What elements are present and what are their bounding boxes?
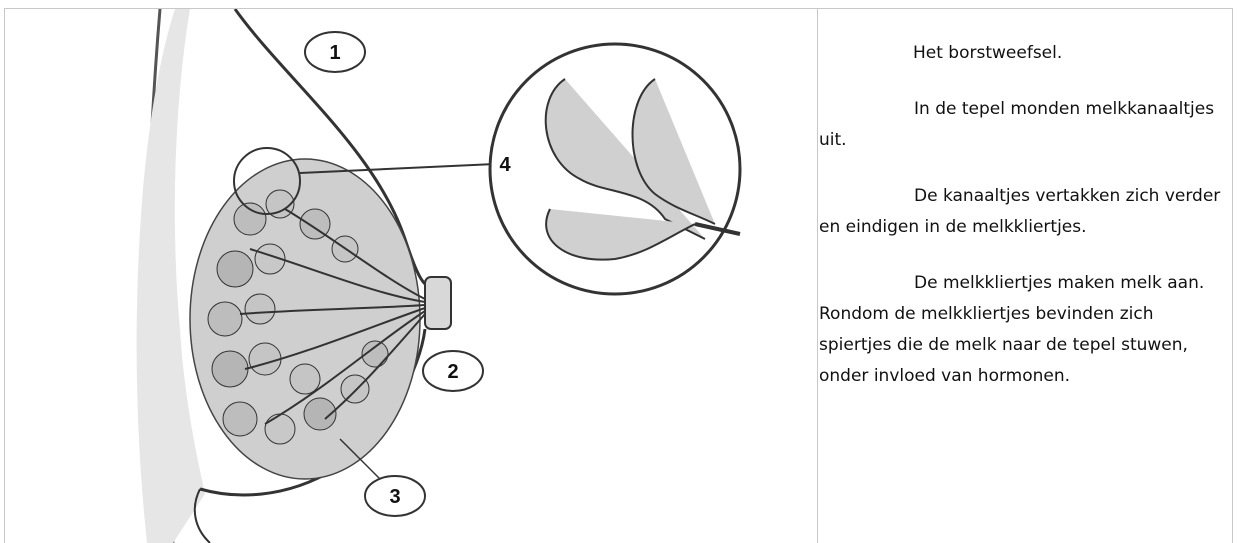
label-4: 4 [499, 154, 511, 176]
description-title: Het borstweefsel. [819, 38, 1231, 69]
breast-tissue-diagram: 1 2 3 4 [5, 9, 816, 543]
magnified-lobule-view [490, 44, 740, 294]
svg-text:2: 2 [447, 361, 458, 383]
column-divider [817, 8, 818, 543]
svg-text:1: 1 [329, 42, 340, 64]
description-paragraph-3: De melkkliertjes maken melk aan. Rondom … [819, 268, 1231, 392]
nipple [425, 277, 451, 329]
label-1: 1 [305, 32, 365, 72]
description-paragraph-1: In de tepel monden melkkanaaltjes uit. [819, 94, 1231, 156]
glandular-tissue [190, 159, 420, 479]
description-panel: Het borstweefsel. In de tepel monden mel… [819, 38, 1231, 417]
description-paragraph-2: De kanaaltjes vertakken zich verder en e… [819, 181, 1231, 243]
label-2: 2 [423, 351, 483, 391]
svg-text:4: 4 [499, 154, 511, 176]
svg-text:3: 3 [389, 486, 400, 508]
